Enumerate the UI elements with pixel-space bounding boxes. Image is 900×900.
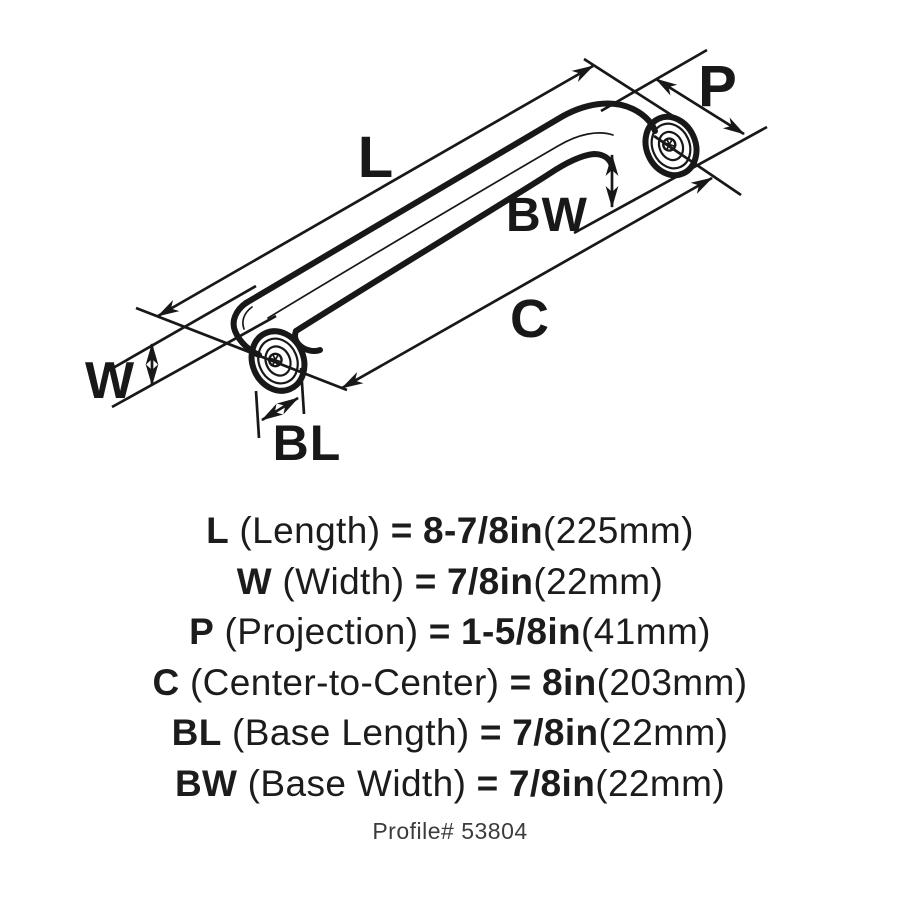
dimension-legend: L (Length) = 8-7/8in(225mm) W (Width) = … — [0, 506, 900, 810]
legend-name: (Base Length) — [232, 712, 470, 754]
legend-name: (Length) — [239, 510, 381, 551]
legend-equals: = — [479, 712, 502, 754]
legend-value: 8-7/8in — [423, 510, 544, 551]
legend-metric: (225mm) — [543, 510, 694, 551]
dim-line-base-length — [261, 396, 299, 422]
legend-row-base-length: BL (Base Length) = 7/8in(22mm) — [0, 708, 900, 759]
legend-value: 7/8in — [508, 762, 596, 804]
legend-equals: = — [414, 560, 437, 602]
handle-dimension-diagram: L P BW C W BL — [85, 48, 768, 471]
label-center: C — [510, 289, 550, 349]
tick-base-length-left — [254, 390, 261, 439]
dim-line-projection — [655, 77, 745, 136]
legend-code: P — [189, 611, 215, 653]
legend-equals: = — [476, 762, 499, 804]
dim-line-center-to-center — [341, 176, 713, 390]
label-base-width: BW — [506, 189, 588, 242]
handle-outline — [230, 100, 700, 394]
legend-equals: = — [428, 611, 451, 653]
tick-base-length-right — [299, 367, 306, 415]
label-projection: P — [698, 54, 738, 119]
legend-equals: = — [509, 661, 532, 703]
legend-code: BL — [171, 712, 222, 754]
dimension-arrows — [145, 64, 745, 422]
legend-row-base-width: BW (Base Width) = 7/8in(22mm) — [0, 759, 900, 810]
legend-name: (Base Width) — [247, 762, 467, 804]
legend-metric: (22mm) — [598, 712, 729, 754]
handle-left-hook-highlight — [242, 306, 253, 330]
legend-row-width: W (Width) = 7/8in(22mm) — [0, 557, 900, 608]
legend-equals: = — [390, 510, 413, 551]
legend-name: (Width) — [282, 560, 405, 602]
legend-metric: (41mm) — [581, 611, 711, 653]
legend-code: L — [206, 510, 230, 551]
legend-row-center-to-center: C (Center-to-Center) = 8in(203mm) — [0, 658, 900, 709]
label-width: W — [85, 352, 135, 410]
legend-name: (Projection) — [224, 611, 419, 653]
legend-metric: (203mm) — [596, 661, 748, 703]
label-length: L — [358, 125, 394, 190]
legend-row-projection: P (Projection) = 1-5/8in(41mm) — [0, 607, 900, 658]
ext-line-projection-top — [600, 48, 708, 113]
legend-value: 7/8in — [512, 712, 599, 754]
legend-metric: (22mm) — [533, 560, 664, 602]
legend-value: 8in — [541, 661, 597, 703]
label-base-length: BL — [273, 415, 342, 471]
ext-line-right-center — [653, 134, 742, 197]
profile-number: Profile# 53804 — [372, 818, 528, 844]
legend-code: W — [236, 560, 273, 602]
left-ferrule — [248, 328, 308, 394]
legend-row-length: L (Length) = 8-7/8in(225mm) — [0, 506, 900, 557]
ext-line-left-base — [135, 306, 348, 392]
legend-value: 1-5/8in — [461, 611, 582, 653]
legend-code: C — [152, 661, 180, 703]
legend-value: 7/8in — [447, 560, 534, 602]
legend-metric: (22mm) — [595, 762, 726, 804]
dimension-labels: L P BW C W BL — [85, 54, 738, 471]
legend-code: BW — [174, 762, 238, 804]
ext-line-width-bottom — [111, 314, 277, 409]
legend-name: (Center-to-Center) — [189, 661, 500, 703]
